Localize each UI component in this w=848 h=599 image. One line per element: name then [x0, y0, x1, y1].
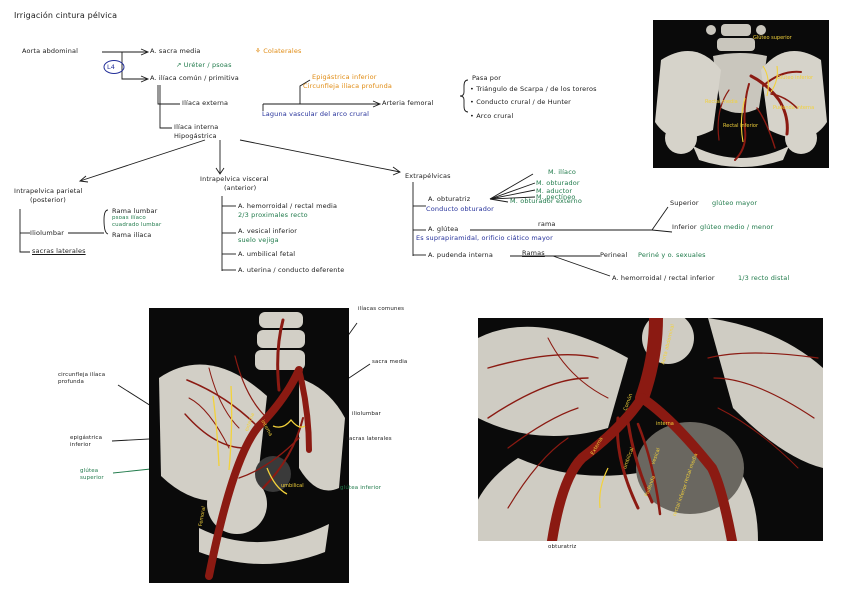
iliaca-externa-label: Ilíaca externa [182, 99, 229, 107]
inferior-label: Inferior [672, 223, 697, 231]
epigastrica-label: Epigástrica inferior [312, 73, 377, 81]
img2-label-sacra-media: sacra media [372, 359, 408, 365]
page-title: Irrigación cintura pélvica [14, 11, 118, 20]
conducto-obturador-label: Conducto obturador [426, 205, 494, 213]
hipogastrica-label: Hipogástrica [174, 132, 217, 140]
iliaca-interna-label: Ilíaca interna [174, 123, 219, 131]
img3-label-interna: interna [656, 421, 674, 427]
img2-label-circunfleja: circunfleja ilíaca profunda [58, 372, 106, 385]
m-pectineo-label: M. pectíneo [536, 193, 576, 201]
hemorroidal-label: A. hemorroidal / rectal media [238, 202, 338, 210]
rama-iliaca-label: Rama ilíaca [112, 231, 152, 239]
superior-label: Superior [670, 199, 699, 207]
colaterales-label: ⚘ Colaterales [255, 47, 302, 55]
intra-parietal-label: Intrapelvica parietal [14, 187, 83, 195]
img1-label-gluteo-superior: Glúteo superior [753, 35, 792, 41]
tercio-recto-label: 2/3 proximales recto [238, 211, 308, 219]
img1-label-gluteo-inferior: Glúteo inferior [777, 75, 814, 81]
sacra-media-label: A. sacra media [150, 47, 201, 55]
umbilical-label: A. umbilical fetal [238, 250, 296, 258]
l4-label: L4 [107, 63, 116, 71]
psoas-iliaco-label: psoas ilíaco [112, 215, 146, 221]
aorta-label: Aorta abdominal [22, 47, 79, 55]
iliaca-comun-label: A. ilíaca común / primitiva [150, 74, 239, 82]
suprapiramidal-label: Es suprapiramidal, orificio ciático mayo… [416, 234, 553, 242]
posterior-pelvis-image: Glúteo superior Glúteo inferior Rectal m… [653, 20, 829, 168]
ramas-label: Ramas [522, 249, 545, 257]
m-iliaco-label: M. ilíaco [548, 168, 577, 176]
obturatriz-label: A. obturatriz [428, 195, 471, 203]
gluteo-medio-label: glúteo medio / menor [700, 223, 774, 231]
m-obturador-externo-label: M. obturador externo [510, 197, 582, 205]
img3-label-obturatriz: obturatriz [548, 544, 577, 550]
pasa-por-label: Pasa por [472, 74, 502, 82]
img2-label-umbilical: umbilical [281, 483, 304, 489]
m-aductor-label: M. aductor [536, 187, 573, 195]
img1-label-rectal-media: Rectal media [705, 99, 738, 105]
posterior-label: (posterior) [30, 196, 66, 204]
anterior-pelvis-image: externa interna umbilical Femoral [149, 308, 349, 583]
img1-label-rectal-inferior: Rectal inferior [723, 123, 759, 129]
img2-label-iliacas-comunes: ilíacas comunes [358, 306, 405, 312]
perineo-label: Periné y o. sexuales [638, 251, 706, 259]
tercio-distal-label: 1/3 recto distal [738, 274, 790, 282]
img2-label-glutea-superior: glútea superior [80, 468, 104, 481]
hemorroidal-inf-label: A. hemorroidal / rectal inferior [612, 274, 715, 282]
rama-lumbar-label: Rama lumbar [112, 207, 158, 215]
img2-label-iliolumbar: iliolumbar [352, 411, 381, 417]
img1-label-pudenda-interna: Pudenda interna [773, 105, 815, 111]
gluteo-mayor-label: glúteo mayor [712, 199, 758, 207]
img2-label-epigastrica: epigástrica inferior [70, 435, 103, 448]
circunfleja-label: Circunfleja ilíaca profunda [303, 82, 392, 90]
anterior-label: (anterior) [224, 184, 257, 192]
pasa-item-1: • Triángulo de Scarpa / de los toreros [470, 85, 597, 93]
suelo-vejiga-label: suelo vejiga [238, 236, 279, 244]
pasa-item-2: • Conducto crural / de Hunter [470, 98, 571, 106]
closeup-pelvis-image: Aorta abdominal Común Externa interna um… [478, 318, 823, 541]
m-obturador-label: M. obturador [536, 179, 580, 187]
pudenda-label: A. pudenda interna [428, 251, 493, 259]
iliolumbar-label: Iliolumbar [30, 229, 65, 237]
ureter-label: ↗ Uréter / psoas [176, 61, 232, 69]
intra-visceral-label: Intrapelvica visceral [200, 175, 269, 183]
rama-label: rama [538, 220, 556, 228]
extrapelvicas-label: Extrapélvicas [405, 172, 451, 180]
glutea-label: A. glútea [428, 225, 459, 233]
cuadrado-lumbar-label: cuadrado lumbar [112, 222, 162, 228]
vesical-label: A. vesical inferior [238, 227, 298, 235]
uterina-label: A. uterina / conducto deferente [238, 266, 345, 274]
img2-label-glutea-inferior: glútea inferior [340, 485, 382, 491]
laguna-label: Laguna vascular del arco crural [262, 110, 370, 118]
img2-label-sacras-laterales: sacras laterales [346, 436, 392, 442]
arteria-femoral-label: Arteria femoral [382, 99, 434, 107]
sacras-laterales-label: sacras laterales [32, 247, 86, 255]
perineal-label: Perineal [600, 251, 628, 259]
pasa-item-3: • Arco crural [470, 112, 514, 120]
